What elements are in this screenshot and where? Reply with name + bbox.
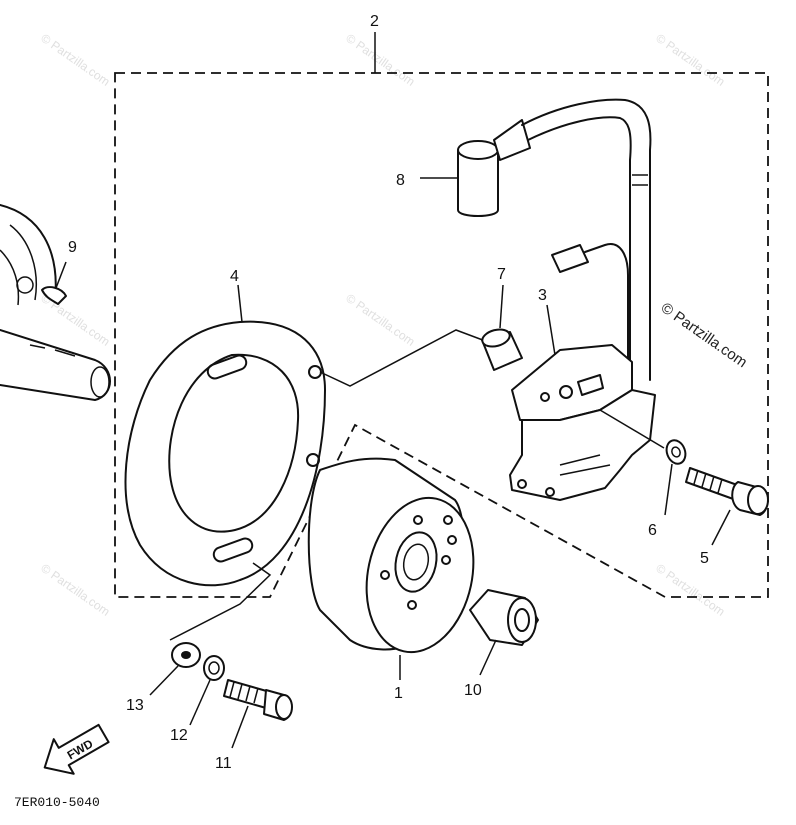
callout-6: 6 xyxy=(648,522,657,539)
watermark: © Partzilla.com xyxy=(38,561,112,619)
stator-plate xyxy=(124,284,326,587)
callout-8: 8 xyxy=(396,172,405,189)
callout-2: 2 xyxy=(370,13,379,30)
leader-13-path xyxy=(169,562,272,641)
washer-13 xyxy=(149,642,201,696)
callout-11: 11 xyxy=(215,755,232,772)
lock-washer-12 xyxy=(189,655,225,726)
watermark: © Partzilla.com xyxy=(343,291,417,349)
rotor xyxy=(307,457,475,680)
callout-9: 9 xyxy=(68,239,77,256)
brand-copyright: © Partzilla.com xyxy=(658,299,751,371)
callout-12: 12 xyxy=(170,727,188,744)
crankshaft-end xyxy=(0,204,111,401)
assembly-outline xyxy=(114,72,769,598)
coil-bolt-leader xyxy=(599,409,665,449)
washer-6 xyxy=(664,439,687,516)
callout-1: 1 xyxy=(394,685,403,702)
bolt-11 xyxy=(223,679,293,749)
spark-plug-cap xyxy=(420,98,652,381)
callout-4: 4 xyxy=(230,268,239,285)
watermark: © Partzilla.com xyxy=(38,31,112,89)
callout-5: 5 xyxy=(700,550,709,567)
collar xyxy=(481,284,523,371)
diagram-code: 7ER010-5040 xyxy=(14,795,100,810)
callout-7: 7 xyxy=(497,266,506,283)
callout-13: 13 xyxy=(126,697,144,714)
woodruff-key xyxy=(41,261,67,305)
ignition-coil xyxy=(509,304,656,501)
watermark: © Partzilla.com xyxy=(653,31,727,89)
bolt-5 xyxy=(685,467,769,546)
callout-10: 10 xyxy=(464,682,482,699)
connector-wire xyxy=(551,243,629,371)
nut xyxy=(469,589,539,676)
fwd-arrow: FWD xyxy=(43,723,110,775)
watermark: © Partzilla.com xyxy=(653,561,727,619)
callout-3: 3 xyxy=(538,287,547,304)
wire-leader xyxy=(319,329,489,387)
watermark: © Partzilla.com xyxy=(343,31,417,89)
